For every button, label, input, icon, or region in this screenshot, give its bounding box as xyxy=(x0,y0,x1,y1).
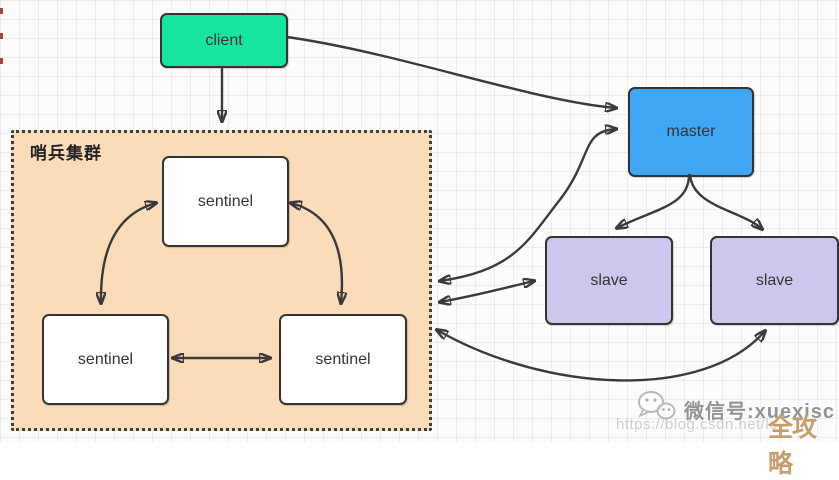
edge-artifact-mark xyxy=(0,8,3,14)
edge-master-to-slave1 xyxy=(617,173,691,228)
node-sentinel-top-label: sentinel xyxy=(197,192,254,210)
node-slave-1: slave xyxy=(545,236,673,325)
wechat-bubbles-icon xyxy=(636,390,676,427)
edge-client-to-master xyxy=(285,35,616,108)
node-master: master xyxy=(628,87,754,177)
watermark-wechat-id: 微信号:xuexisc xyxy=(684,401,836,423)
watermark-url: https://blog.csdn.net/lo xyxy=(616,416,779,433)
node-sentinel-bottom-right-label: sentinel xyxy=(315,350,371,368)
edge-master-to-slave2 xyxy=(688,173,762,229)
node-sentinel-bottom-left: sentinel xyxy=(42,314,169,405)
edge-cluster-to-slave1 xyxy=(440,281,534,302)
node-sentinel-bottom-right: sentinel xyxy=(279,314,407,405)
cluster-title: 哨兵集群 xyxy=(30,144,102,163)
node-master-label: master xyxy=(666,123,716,140)
node-client-label: client xyxy=(205,31,243,49)
node-sentinel-top: sentinel xyxy=(162,156,289,247)
node-slave-1-label: slave xyxy=(590,271,628,289)
node-sentinel-bottom-left-label: sentinel xyxy=(77,350,134,368)
node-slave-2-label: slave xyxy=(755,271,794,289)
edge-artifact-mark xyxy=(0,58,3,64)
watermark-badge: 全攻略 xyxy=(768,414,817,478)
node-client: client xyxy=(160,13,288,68)
edge-cluster-to-slave2 xyxy=(437,330,765,382)
edge-artifact-mark xyxy=(0,33,3,39)
node-slave-2: slave xyxy=(710,236,839,325)
